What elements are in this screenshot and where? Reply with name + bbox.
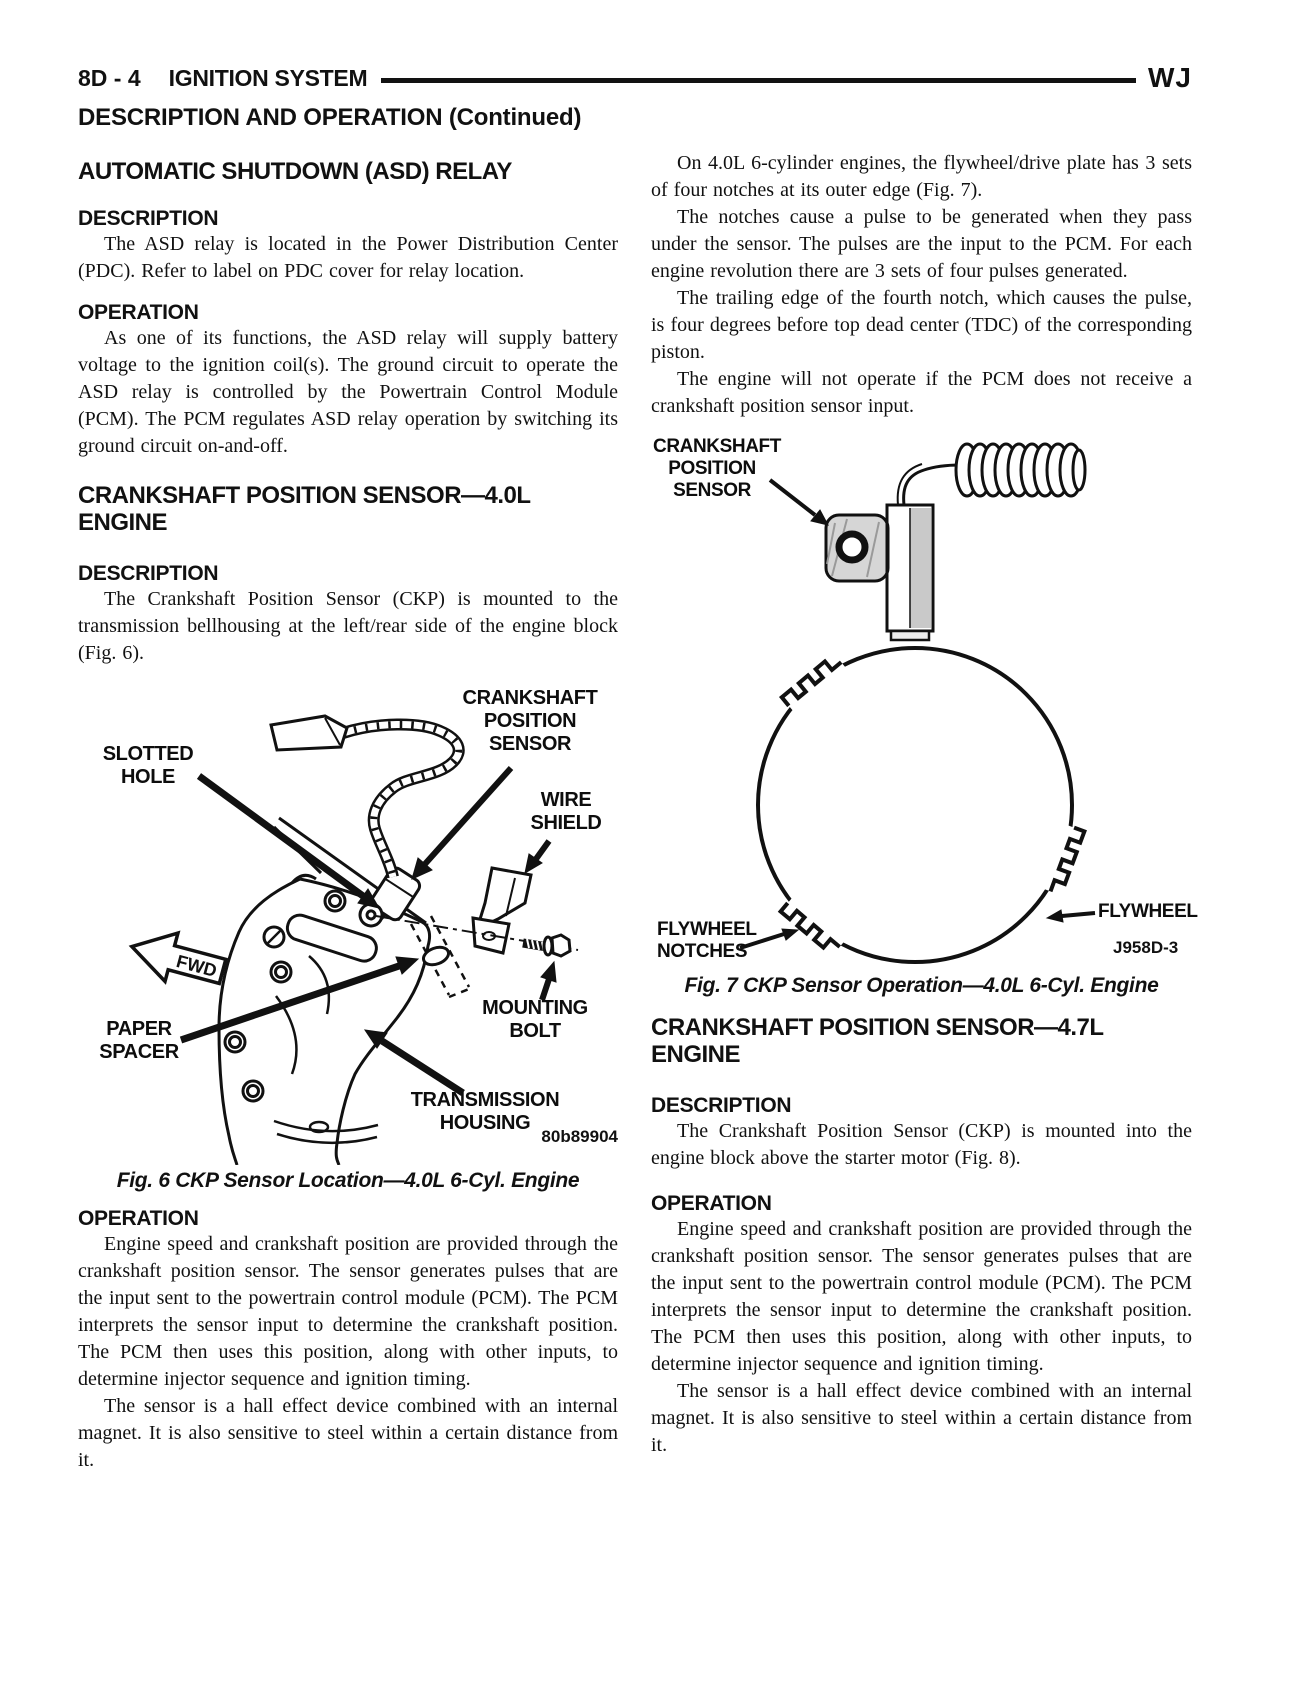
asd-operation-heading: OPERATION [78, 301, 199, 324]
fig6-caption: Fig. 6 CKP Sensor Location—4.0L 6-Cyl. E… [116, 1169, 580, 1192]
flywheel-paragraph-1: On 4.0L 6-cylinder engines, the flywheel… [651, 152, 1192, 201]
ckp-40-operation-paragraph-2: The sensor is a hall effect device combi… [78, 1395, 618, 1471]
fig6-centerline [375, 915, 579, 951]
fwd-arrow: FWD [128, 930, 228, 986]
ckp-40-description-heading: DESCRIPTION [78, 562, 219, 585]
fig7-coiled-wire [954, 442, 1087, 498]
ckp-40-title-line1: CRANKSHAFT POSITION SENSOR—4.0L [78, 482, 531, 509]
fig6-label-crankshaft-position-sensor: CRANKSHAFT POSITION SENSOR [462, 687, 598, 755]
fig7-label-flywheel-notches: FLYWHEEL NOTCHES [657, 919, 757, 962]
fig7-image-code: J958D-3 [1113, 938, 1179, 957]
ckp-47-title-line1: CRANKSHAFT POSITION SENSOR—4.7L [651, 1014, 1104, 1041]
ckp-47-operation-paragraph-1: Engine speed and crankshaft position are… [651, 1218, 1192, 1375]
fig6-housing-bolts [223, 889, 347, 1103]
fig7-label-flywheel: FLYWHEEL [1098, 901, 1198, 922]
left-column: AUTOMATIC SHUTDOWN (ASD) RELAY DESCRIPTI… [78, 150, 618, 1474]
figure-7: CRANKSHAFT POSITION SENSOR FLYWHEEL FLYW… [651, 424, 1198, 970]
fig7-caption: Fig. 7 CKP Sensor Operation—4.0L 6-Cyl. … [684, 974, 1159, 997]
fig6-label-wire-shield: WIRE SHIELD [530, 789, 602, 834]
ckp-47-title-line2: ENGINE [651, 1041, 741, 1068]
fig6-sensor-cable [341, 718, 465, 879]
fig7-ckp-sensor-part [824, 463, 961, 642]
figure-6: FWD CRANKSHAFT POSITION SENSOR SLOTTED H… [78, 675, 618, 1165]
fig6-label-paper-spacer: PAPER SPACER [99, 1018, 179, 1063]
fig7-flywheel-notches-part [777, 658, 1087, 951]
fig6-image-code: 80b89904 [541, 1127, 618, 1146]
fig6-label-transmission-housing: TRANSMISSION HOUSING [410, 1089, 560, 1134]
chapter-title: IGNITION SYSTEM [168, 64, 368, 91]
ckp-47-operation-heading: OPERATION [651, 1192, 772, 1215]
ckp-47-description-heading: DESCRIPTION [651, 1094, 792, 1117]
fig6-illustration: FWD [128, 714, 579, 1165]
continued-heading: DESCRIPTION AND OPERATION (Continued) [78, 104, 582, 131]
flywheel-paragraph-2: The notches cause a pulse to be generate… [651, 206, 1192, 282]
fig7-label-crankshaft-position-sensor: CRANKSHAFT POSITION SENSOR [653, 436, 781, 501]
asd-operation-paragraph: As one of its functions, the ASD relay w… [78, 327, 618, 457]
fig6-mounting-bolt-part [522, 933, 572, 958]
header-rule [381, 77, 1136, 83]
ckp-40-operation-paragraph-1: Engine speed and crankshaft position are… [78, 1233, 618, 1390]
fig7-illustration [739, 442, 1096, 964]
flywheel-paragraph-3: The trailing edge of the fourth notch, w… [651, 287, 1192, 363]
page-header: 8D - 4 IGNITION SYSTEM WJ [78, 62, 1192, 94]
fig7-flywheel-drawing [756, 646, 1087, 964]
fig6-label-slotted-hole: SLOTTED HOLE [102, 743, 194, 788]
vehicle-code: WJ [1148, 62, 1192, 93]
ckp-40-title-line2: ENGINE [78, 509, 168, 536]
fig6-paper-spacer-part [421, 945, 451, 967]
asd-relay-title: AUTOMATIC SHUTDOWN (ASD) RELAY [78, 158, 512, 185]
asd-description-paragraph: The ASD relay is located in the Power Di… [78, 233, 618, 282]
page-number: 8D - 4 [78, 64, 141, 91]
fig6-callout-arrows [179, 765, 557, 1096]
flywheel-paragraph-4: The engine will not operate if the PCM d… [651, 368, 1192, 417]
fig7-callout-arrows [739, 478, 1096, 950]
fig6-ckp-sensor-part [358, 866, 422, 928]
fig6-label-mounting-bolt: MOUNTING BOLT [482, 997, 588, 1042]
ckp-47-operation-paragraph-2: The sensor is a hall effect device combi… [651, 1380, 1192, 1456]
asd-description-heading: DESCRIPTION [78, 207, 219, 230]
ckp-40-description-paragraph: The Crankshaft Position Sensor (CKP) is … [78, 588, 618, 664]
right-column: On 4.0L 6-cylinder engines, the flywheel… [651, 150, 1198, 1459]
ckp-40-operation-heading: OPERATION [78, 1207, 199, 1230]
fig6-cable-connector [269, 714, 349, 752]
ckp-47-description-paragraph: The Crankshaft Position Sensor (CKP) is … [651, 1120, 1192, 1169]
